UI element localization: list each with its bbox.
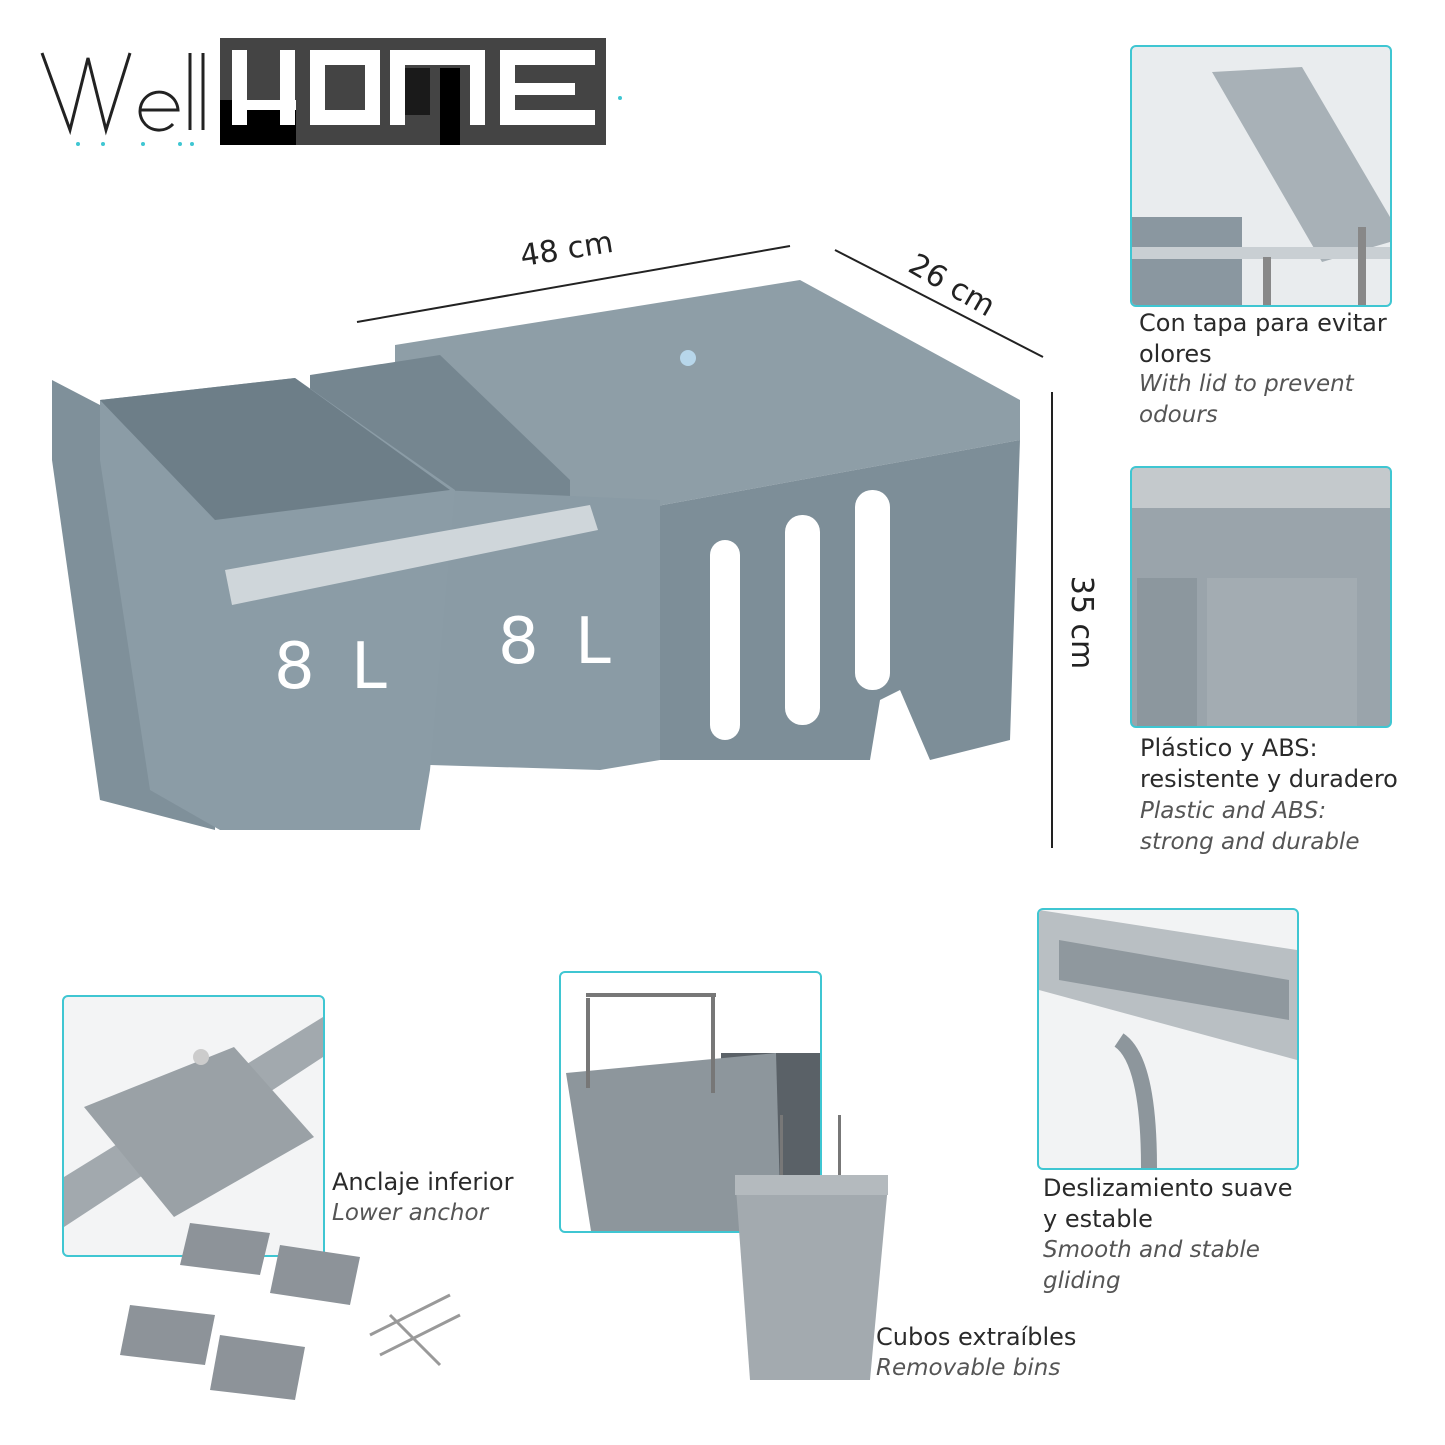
material-detail-image [1130, 466, 1392, 728]
bin-volume-left: 8 L [274, 630, 395, 704]
removable-bin-image [735, 1115, 890, 1395]
lower-anchor-detail-image [62, 995, 325, 1257]
feature-material-es: Plástico y ABS: resistente y duradero [1140, 734, 1398, 793]
bin-volume-right: 8 L [498, 605, 619, 679]
feature-gliding-es: Deslizamiento suave y estable [1043, 1174, 1293, 1233]
brand-logo [40, 38, 625, 148]
feature-gliding-en: Smooth and stable gliding [1043, 1237, 1260, 1294]
feature-material-en: Plastic and ABS: strong and durable [1140, 798, 1360, 855]
feature-anchor-es: Anclaje inferior [332, 1168, 514, 1196]
feature-lid-en: With lid to prevent odours [1139, 371, 1354, 428]
feature-anchor-en: Lower anchor [332, 1200, 489, 1226]
main-product-image: 48 cm 26 cm 35 cm 8 L 8 L [0, 0, 1100, 880]
feature-bins-en: Removable bins [876, 1355, 1061, 1381]
slide-rail-detail-image [1037, 908, 1299, 1170]
feature-lid-es: Con tapa para evitar olores [1139, 309, 1387, 368]
lid-detail-image [1130, 45, 1392, 307]
anchor-parts-image [120, 1215, 480, 1415]
height-dimension-label: 35 cm [1064, 575, 1100, 670]
feature-bins-es: Cubos extraíbles [876, 1323, 1077, 1351]
